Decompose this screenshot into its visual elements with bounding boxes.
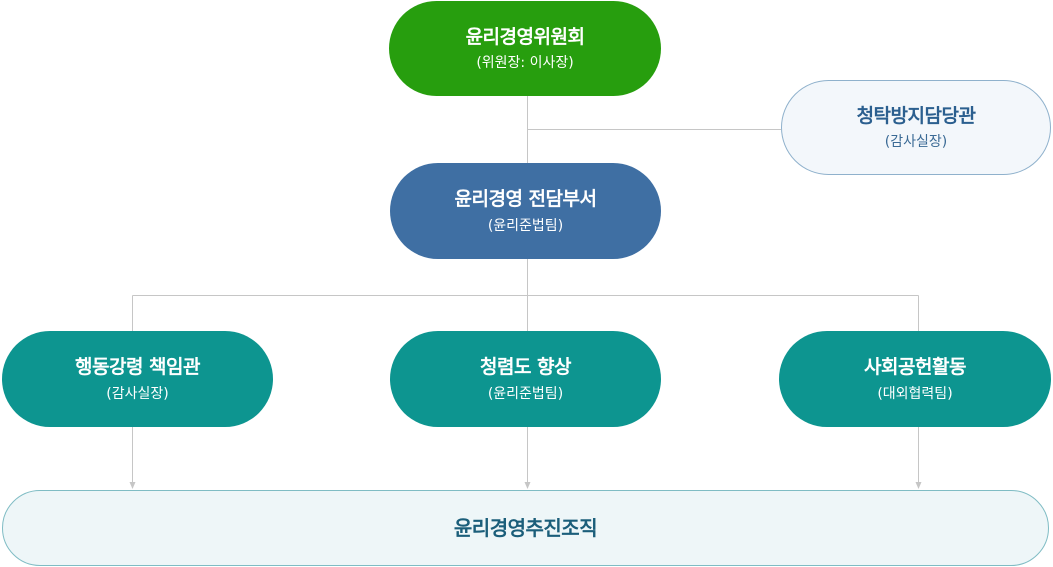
arrowhead-social [915,482,922,489]
officer-title: 청탁방지담당관 [856,104,976,127]
social-title: 사회공헌활동 [864,356,966,379]
committee-node: 윤리경영위원회 (위원장: 이사장) [389,1,661,96]
conduct-title: 행동강령 책임관 [75,356,200,379]
department-node: 윤리경영 전담부서 (윤리준법팀) [390,163,661,259]
committee-subtitle: (위원장: 이사장) [476,55,574,72]
social-subtitle: (대외협력팀) [877,385,953,402]
department-subtitle: (윤리준법팀) [487,217,564,234]
arrowhead-integrity [524,482,531,489]
conduct-node: 행동강령 책임관 (감사실장) [2,331,273,427]
promotion-node: 윤리경영추진조직 [2,490,1049,566]
officer-subtitle: (감사실장) [884,134,948,151]
integrity-title: 청렴도 향상 [479,356,572,379]
integrity-node: 청렴도 향상 (윤리준법팀) [390,331,661,427]
committee-title: 윤리경영위원회 [465,25,585,48]
department-title: 윤리경영 전담부서 [454,188,597,211]
officer-node: 청탁방지담당관 (감사실장) [781,80,1051,175]
conduct-subtitle: (감사실장) [106,385,169,402]
integrity-subtitle: (윤리준법팀) [487,385,564,402]
promotion-title: 윤리경영추진조직 [453,516,598,540]
social-node: 사회공헌활동 (대외협력팀) [779,331,1051,427]
arrowhead-conduct [129,482,136,489]
